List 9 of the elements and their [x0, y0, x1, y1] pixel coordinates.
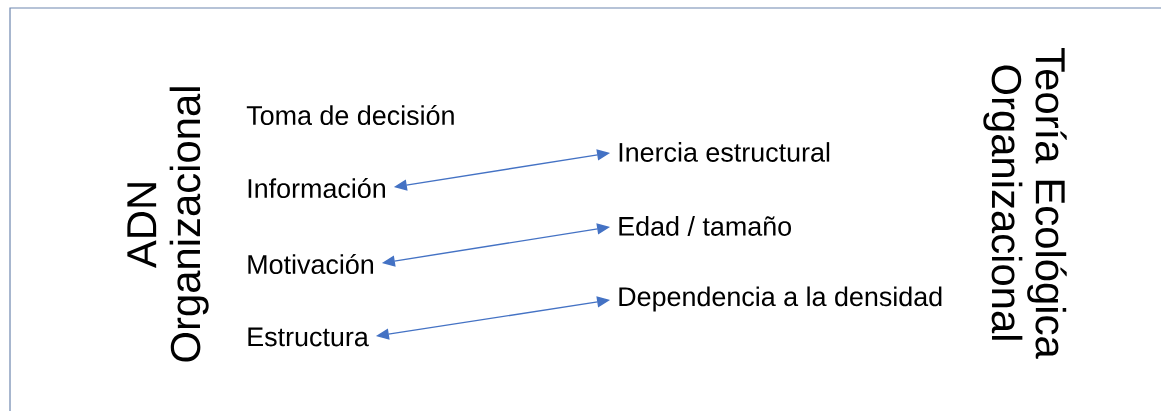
list-item: Información	[248, 177, 385, 199]
list-item: Edad / tamaño	[619, 216, 791, 236]
rotated-heading: ADN Organizacional	[127, 87, 209, 362]
list-item: Motivación	[248, 253, 373, 275]
list-item: Estructura	[248, 327, 369, 347]
list-item: Dependencia a la densidad	[619, 286, 942, 312]
list-item: Toma de decisión	[246, 104, 454, 126]
list-item: Inercia estructural	[619, 142, 830, 162]
rotated-heading: Teoría Ecológica Organizacional	[983, 48, 1067, 359]
